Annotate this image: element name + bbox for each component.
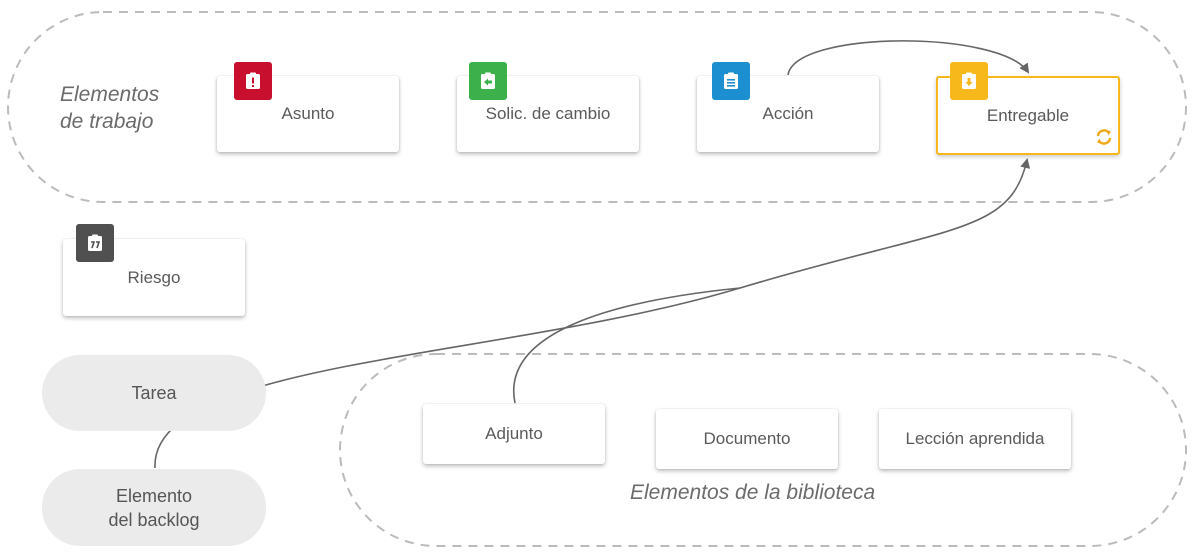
issue-icon (234, 62, 272, 100)
connector-adjunto-to-entregable (512, 287, 741, 404)
action-clipboard-icon (712, 62, 750, 100)
card-label: Solic. de cambio (485, 104, 611, 123)
card-label: Adjunto (485, 424, 543, 443)
card-label: Entregable (986, 105, 1070, 125)
card-documento[interactable]: Documento (656, 409, 838, 469)
work-items-group-label: Elementos de trabajo (60, 83, 160, 133)
pill-label: Tarea (131, 383, 177, 403)
card-leccion-aprendida[interactable]: Lección aprendida (879, 409, 1071, 469)
card-label: Documento (703, 429, 791, 448)
card-entregable[interactable]: Entregable (936, 76, 1120, 155)
card-label: Riesgo (127, 267, 181, 287)
work-items-group-outline (7, 11, 1187, 203)
sync-icon (1096, 129, 1112, 145)
deliverable-icon (950, 62, 988, 100)
card-label: Acción (762, 104, 814, 123)
card-label: Lección aprendida (905, 429, 1045, 448)
card-adjunto[interactable]: Adjunto (423, 404, 605, 464)
pill-elemento-del-backlog[interactable]: Elemento del backlog (42, 469, 266, 546)
card-label: Asunto (281, 104, 335, 123)
library-group-outline (339, 353, 1187, 547)
connector-accion-to-entregable (787, 40, 1030, 76)
pill-tarea[interactable]: Tarea (42, 355, 266, 431)
risk-icon (76, 224, 114, 262)
change-request-icon (469, 62, 507, 100)
library-group-label: Elementos de la biblioteca (630, 481, 876, 504)
